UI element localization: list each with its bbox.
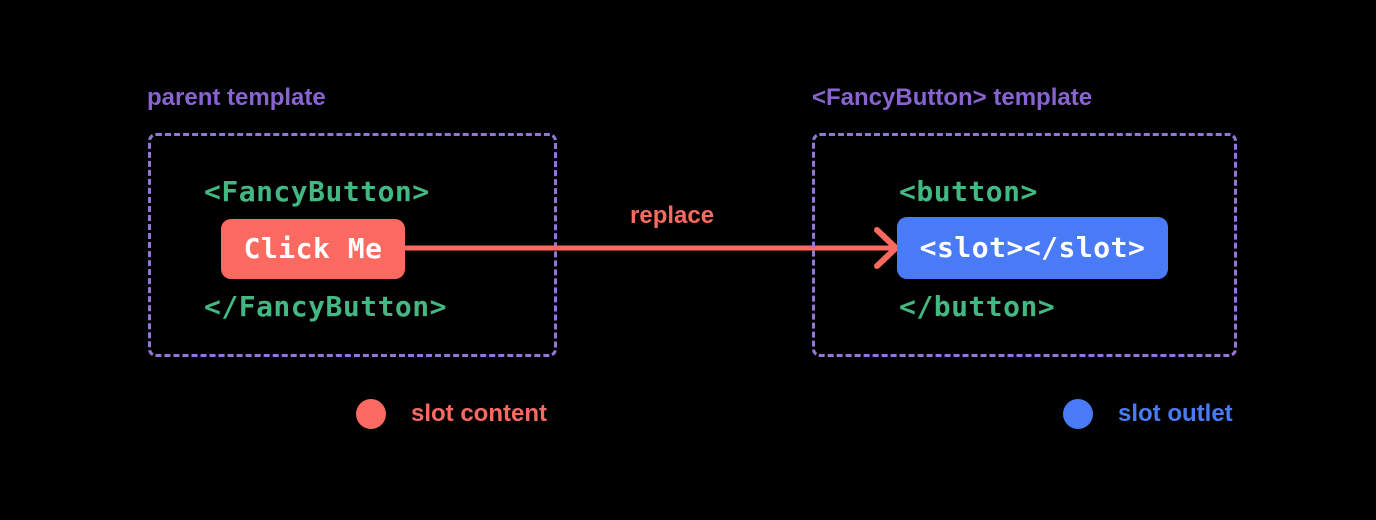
parent-template-title: parent template: [147, 84, 326, 111]
slot-tags-label: <slot></slot>: [919, 231, 1146, 264]
legend-item-slot-content: slot content: [356, 399, 547, 429]
click-me-label: Click Me: [243, 232, 383, 265]
fancybutton-open-tag: <FancyButton>: [204, 175, 430, 208]
replace-label: replace: [630, 202, 715, 229]
slot-content-dot-icon: [356, 399, 386, 429]
slot-content-label: slot content: [411, 400, 547, 427]
legend-item-slot-outlet: slot outlet: [1063, 399, 1233, 429]
fancybutton-template-box: <button> <slot></slot> </button>: [812, 133, 1237, 357]
fancybutton-template-title: <FancyButton> template: [812, 84, 1093, 111]
slot-outlet-chip: <slot></slot>: [897, 217, 1168, 279]
slot-outlet-dot-icon: [1063, 399, 1093, 429]
button-close-tag: </button>: [899, 290, 1056, 323]
fancybutton-close-tag: </FancyButton>: [204, 290, 448, 323]
slot-outlet-label: slot outlet: [1118, 400, 1233, 427]
click-me-button: Click Me: [221, 219, 405, 279]
button-open-tag: <button>: [899, 175, 1038, 208]
parent-template-box: <FancyButton> Click Me </FancyButton>: [148, 133, 557, 357]
